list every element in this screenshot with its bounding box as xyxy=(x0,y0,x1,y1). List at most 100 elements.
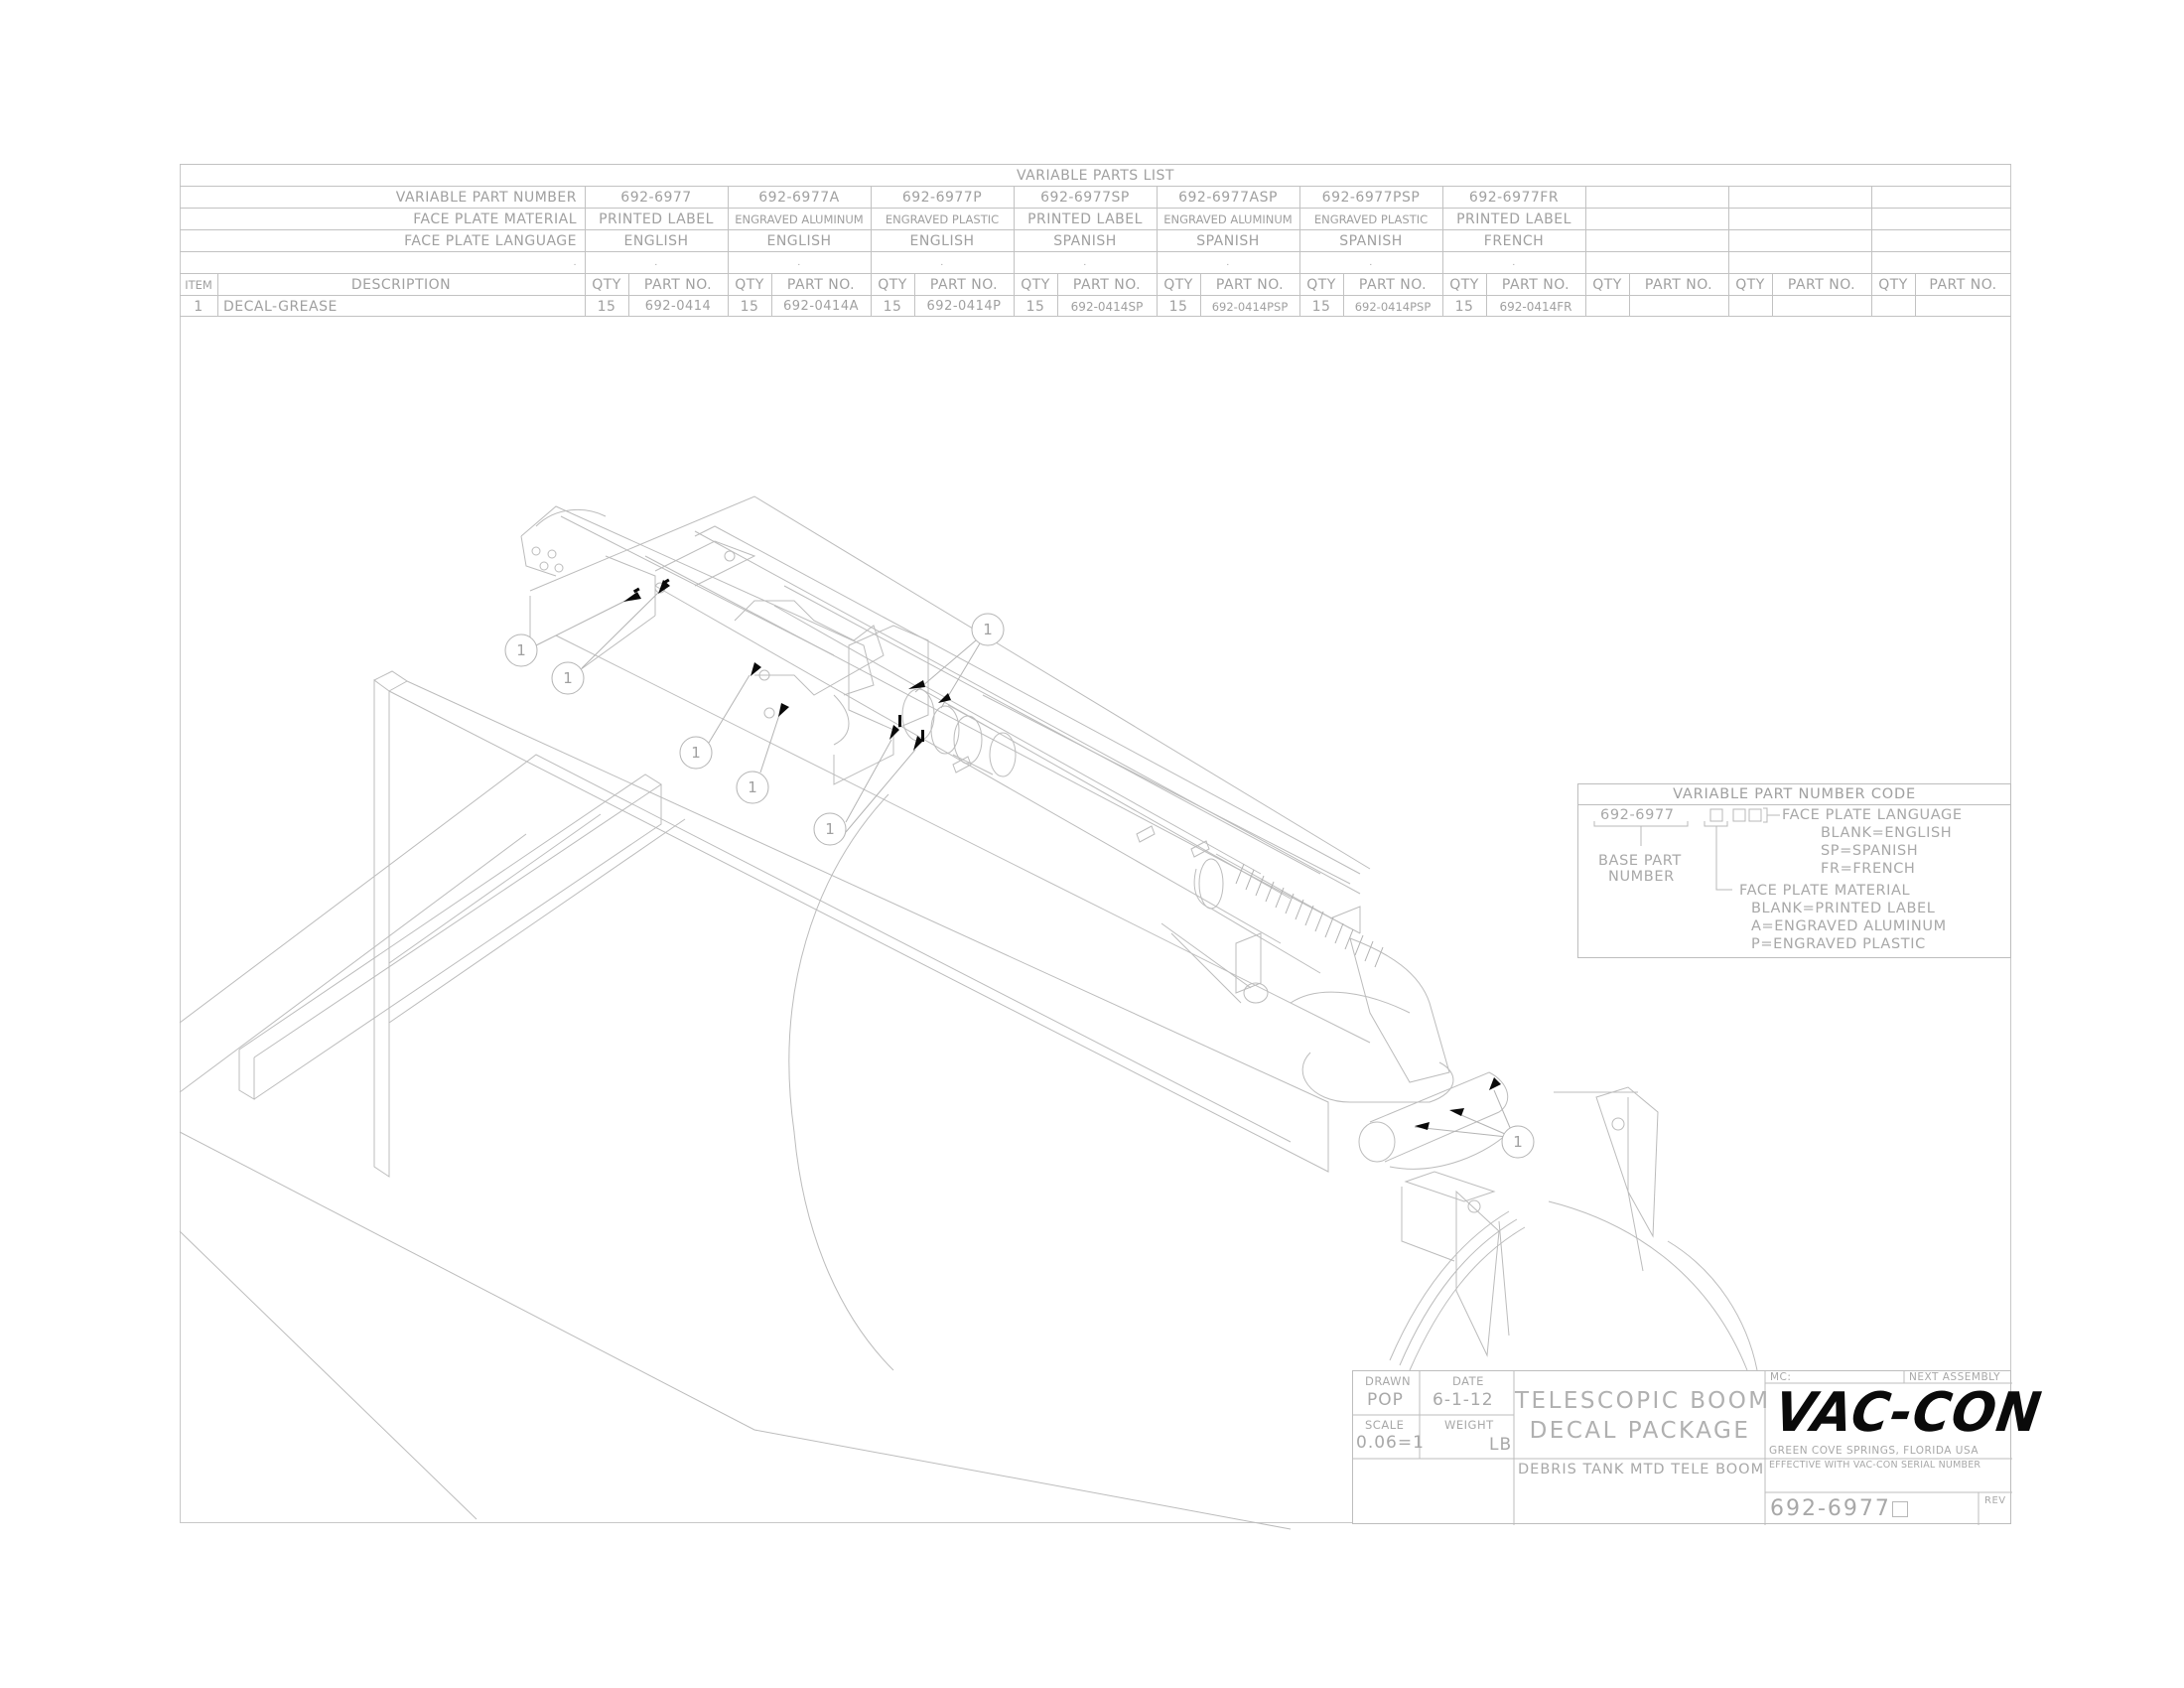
material-title: FACE PLATE MATERIAL xyxy=(1739,883,1911,899)
face-plate-material-label: FACE PLATE MATERIAL xyxy=(413,211,577,227)
material-option-1: BLANK=PRINTED LABEL xyxy=(1751,901,1936,916)
column-header-row: ITEM DESCRIPTION QTY PART NO. QTY PART N… xyxy=(180,273,2011,295)
material-col-1: PRINTED LABEL xyxy=(599,211,714,227)
grid-line xyxy=(1343,273,1344,317)
qty-value-4: 15 xyxy=(1025,299,1045,315)
part-number-col-4: 692-6977SP xyxy=(1040,190,1130,206)
drawn-value: POP xyxy=(1367,1390,1404,1410)
language-option-1: BLANK=ENGLISH xyxy=(1821,825,1953,841)
svg-text:1: 1 xyxy=(516,641,526,659)
parts-list-title-row: VARIABLE PARTS LIST xyxy=(180,164,2011,186)
grid-line xyxy=(1772,273,1773,317)
next-assembly-label: NEXT ASSEMBLY xyxy=(1909,1371,2001,1383)
grid-line xyxy=(914,273,915,317)
qty-header-7: QTY xyxy=(1449,277,1479,293)
material-col-3: ENGRAVED PLASTIC xyxy=(885,212,1000,226)
face-plate-language-label: FACE PLATE LANGUAGE xyxy=(404,233,577,249)
callout-balloon: 1 xyxy=(1501,1125,1535,1159)
callout-balloons: 1 1 1 1 1 1 1 xyxy=(504,613,1535,1159)
drawing-number: 692-6977 xyxy=(1770,1496,1891,1521)
part-no-value-2: 692-0414A xyxy=(783,299,859,314)
grid-line xyxy=(1299,186,1300,317)
parts-list-title: VARIABLE PARTS LIST xyxy=(1017,168,1174,184)
weight-label: WEIGHT xyxy=(1444,1418,1494,1432)
callout-balloon: 1 xyxy=(736,771,769,804)
scale-label: SCALE xyxy=(1365,1418,1405,1432)
qty-header-8: QTY xyxy=(1592,277,1622,293)
part-no-header-2: PART NO. xyxy=(786,277,856,293)
dot-col-5: . xyxy=(1226,258,1230,268)
mc-label: MC: xyxy=(1770,1371,1792,1383)
svg-text:1: 1 xyxy=(825,820,835,838)
face-plate-material-row: FACE PLATE MATERIAL PRINTED LABEL ENGRAV… xyxy=(180,208,2011,229)
grid-line xyxy=(1157,186,1158,317)
part-no-header-7: PART NO. xyxy=(1501,277,1570,293)
svg-text:1: 1 xyxy=(691,744,701,762)
code-box-title: VARIABLE PART NUMBER CODE xyxy=(1578,784,2010,805)
grid-line xyxy=(1871,186,1872,317)
language-col-1: ENGLISH xyxy=(623,233,689,249)
date-value: 6-1-12 xyxy=(1433,1390,1494,1410)
effective-serial-label: EFFECTIVE WITH VAC-CON SERIAL NUMBER xyxy=(1769,1460,1981,1471)
qty-header-10: QTY xyxy=(1878,277,1908,293)
part-number-col-1: 692-6977 xyxy=(620,190,692,206)
decal-markers xyxy=(623,578,1501,1130)
qty-header-1: QTY xyxy=(592,277,621,293)
part-no-value-3: 692-0414P xyxy=(926,299,1002,314)
language-col-2: ENGLISH xyxy=(766,233,832,249)
part-no-header-9: PART NO. xyxy=(1787,277,1856,293)
item-number: 1 xyxy=(194,299,204,315)
qty-value-2: 15 xyxy=(740,299,759,315)
drawing-title-line-1: TELESCOPIC BOOM xyxy=(1515,1388,1771,1414)
blank-row: . . . . . . . . xyxy=(180,251,2011,273)
qty-header-4: QTY xyxy=(1021,277,1050,293)
qty-header-6: QTY xyxy=(1306,277,1336,293)
grid-line xyxy=(1629,273,1630,317)
base-part-label-line-1: BASE PART xyxy=(1598,853,1682,869)
variable-part-number-label: VARIABLE PART NUMBER xyxy=(395,190,577,206)
grid-line xyxy=(1200,273,1201,317)
language-col-5: SPANISH xyxy=(1196,233,1260,249)
part-no-value-4: 692-0414SP xyxy=(1070,300,1144,314)
dot-col-6: . xyxy=(1369,258,1373,268)
callout-balloon: 1 xyxy=(551,661,585,695)
grid-line xyxy=(1585,186,1586,317)
drawing-title-line-2: DECAL PACKAGE xyxy=(1529,1418,1751,1444)
company-logo: VAC-CON xyxy=(1770,1381,2046,1445)
qty-value-7: 15 xyxy=(1454,299,1474,315)
callout-balloon: 1 xyxy=(679,736,713,770)
svg-text:1: 1 xyxy=(983,621,993,638)
part-no-header-1: PART NO. xyxy=(643,277,713,293)
svg-text:1: 1 xyxy=(1513,1133,1523,1151)
description-header: DESCRIPTION xyxy=(350,277,452,293)
grid-line xyxy=(585,186,586,317)
blank-row-label: . xyxy=(573,258,577,268)
base-part-number: 692-6977 xyxy=(1600,807,1675,823)
material-col-7: PRINTED LABEL xyxy=(1456,211,1571,227)
language-title: FACE PLATE LANGUAGE xyxy=(1782,807,1963,823)
variable-part-number-row: VARIABLE PART NUMBER 692-6977 692-6977A … xyxy=(180,186,2011,208)
part-no-value-6: 692-0414PSP xyxy=(1354,300,1432,314)
material-col-6: ENGRAVED PLASTIC xyxy=(1313,212,1429,226)
company-location: GREEN COVE SPRINGS, FLORIDA USA xyxy=(1769,1445,1979,1457)
grid-line xyxy=(1442,186,1443,317)
grid-line xyxy=(1014,186,1015,317)
grid-line xyxy=(217,273,218,317)
qty-header-3: QTY xyxy=(878,277,907,293)
qty-value-5: 15 xyxy=(1168,299,1188,315)
title-block: DRAWN POP DATE 6-1-12 SCALE 0.06=1 WEIGH… xyxy=(1352,1370,2045,1525)
qty-header-2: QTY xyxy=(735,277,764,293)
part-no-value-1: 692-0414 xyxy=(644,299,712,314)
title-block-grid xyxy=(1353,1371,2012,1525)
scale-value: 0.06=1 xyxy=(1356,1433,1425,1453)
grid-line xyxy=(1057,273,1058,317)
dot-col-4: . xyxy=(1083,258,1087,268)
qty-value-1: 15 xyxy=(597,299,616,315)
item-header: ITEM xyxy=(185,278,212,292)
language-col-4: SPANISH xyxy=(1053,233,1117,249)
qty-value-3: 15 xyxy=(883,299,902,315)
part-number-col-3: 692-6977P xyxy=(901,190,983,206)
rev-label: REV xyxy=(1984,1495,2006,1506)
language-col-7: FRENCH xyxy=(1483,233,1545,249)
